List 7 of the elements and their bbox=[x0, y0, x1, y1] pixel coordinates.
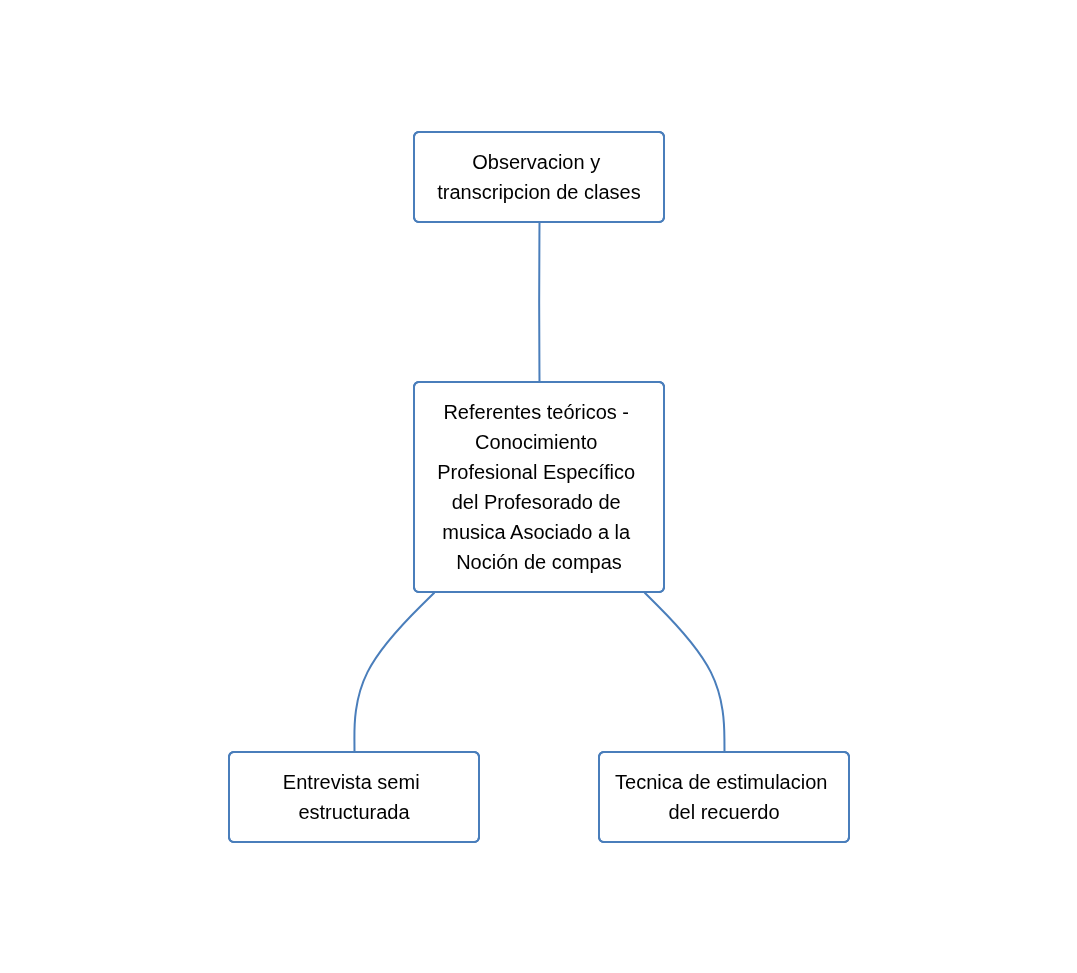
node-text: Tecnica de estimulacion del recuerdo bbox=[614, 770, 827, 823]
connector bbox=[643, 591, 725, 753]
node-text: Observacion y transcripcion de clases bbox=[436, 150, 641, 203]
connector bbox=[352, 591, 435, 753]
node-text: Entrevista semi estructurada bbox=[282, 770, 420, 823]
connector bbox=[537, 221, 540, 383]
node-text: Referentes teóricos - Conocimiento Profesional Específico del Profesorado de musica Asociado a la Noción de compas bbox=[436, 400, 635, 573]
